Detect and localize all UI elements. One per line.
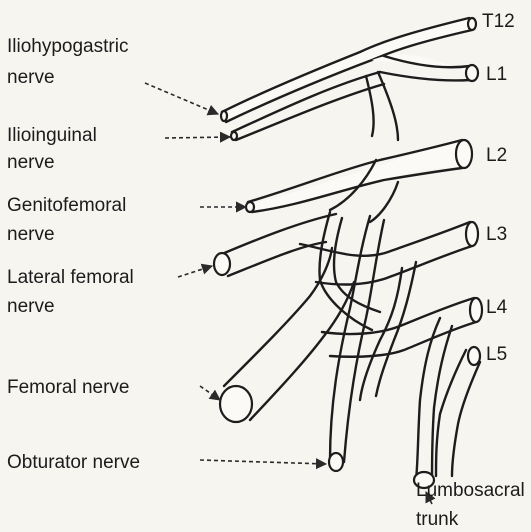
l1-root-shape [372, 55, 470, 81]
obturator-label: Obturator nerve [7, 452, 140, 473]
leader-lines [145, 83, 432, 504]
genitofemoral-label-line1: Genitofemoral [7, 195, 126, 216]
iliohypogastric-label-line2: nerve [7, 67, 55, 88]
root-ends [456, 18, 482, 365]
root-label-l5: L5 [486, 344, 507, 365]
ilioinguinal-label-line1: Ilioinguinal [7, 125, 97, 146]
genitofemoral-nerve-shape [248, 140, 462, 212]
root-label-l1: L1 [486, 64, 507, 85]
root-label-l2: L2 [486, 145, 507, 166]
nerve-structure [214, 18, 482, 488]
iliohypogastric-label-line1: Iliohypogastric [7, 36, 128, 57]
root-label-l3: L3 [486, 224, 507, 245]
femoral-label: Femoral nerve [7, 377, 130, 398]
lumbosacral-label-line2: trunk [416, 509, 459, 530]
root-label-l4: L4 [486, 297, 508, 318]
ilioinguinal-label-line2: nerve [7, 152, 55, 173]
plexus-crossings-shape [319, 212, 416, 462]
lateral-femoral-label-line1: Lateral femoral [7, 267, 134, 288]
lumbosacral-label-line1: Lumbosacral [416, 480, 525, 501]
root-label-t12: T12 [482, 11, 515, 32]
l1-l2-connector-shape [366, 72, 398, 140]
iliohypogastric-nerve-shape [222, 18, 472, 122]
lateral-femoral-label-line2: nerve [7, 296, 55, 317]
l5-root-shape [436, 350, 480, 476]
genitofemoral-label-line2: nerve [7, 224, 55, 245]
